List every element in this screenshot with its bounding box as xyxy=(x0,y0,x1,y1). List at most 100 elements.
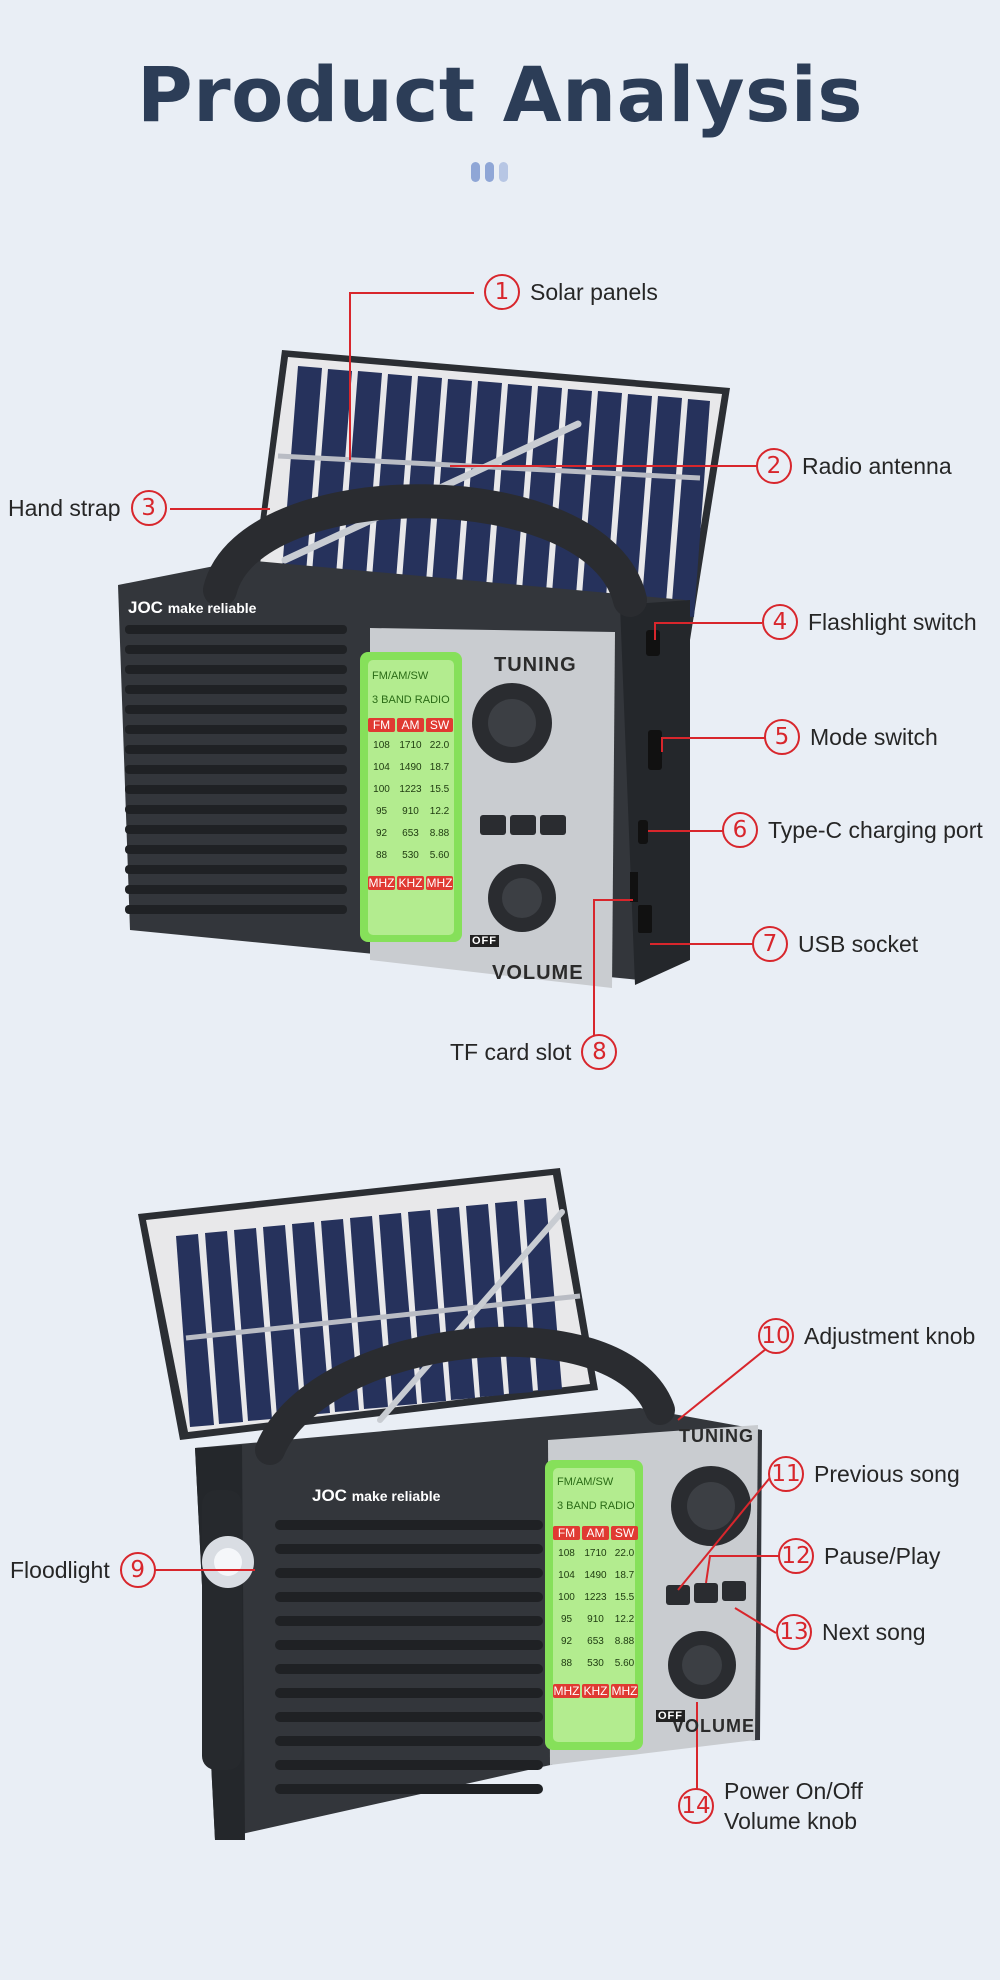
brand-logo: JOC make reliable xyxy=(312,1486,441,1505)
callout-number: 3 xyxy=(130,490,167,526)
band-title: FM/AM/SW xyxy=(372,670,429,682)
band-value: 530 xyxy=(587,1658,604,1669)
callout-solar-panels: 1 Solar panels xyxy=(484,274,658,310)
callout-label-line1: Power On/Off xyxy=(724,1778,863,1804)
prev-button xyxy=(480,815,506,835)
callout-number: 10 xyxy=(758,1318,794,1354)
callout-typec-port: 6 Type-C charging port xyxy=(722,812,983,848)
band-value: 100 xyxy=(558,1592,575,1603)
band-value: 92 xyxy=(375,828,388,839)
callout-label: Pause/Play xyxy=(824,1542,941,1569)
band-header: AM xyxy=(397,718,424,732)
tuning-label: TUNING xyxy=(679,1426,754,1446)
callout-number: 9 xyxy=(119,1552,156,1588)
mode-switch-part xyxy=(648,730,662,770)
speaker-grille xyxy=(275,1520,543,1794)
band-value: 22.0 xyxy=(614,1548,635,1559)
decor-dot xyxy=(485,162,494,182)
next-button xyxy=(540,815,566,835)
band-value: 108 xyxy=(558,1548,575,1559)
prev-button xyxy=(666,1585,690,1605)
band-title: FM/AM/SW xyxy=(557,1476,614,1488)
brand-logo: JOC make reliable xyxy=(128,598,257,617)
band-header: FM xyxy=(368,718,395,732)
decor-dot xyxy=(499,162,508,182)
callout-label: Flashlight switch xyxy=(808,608,977,635)
callout-next-song: 13 Next song xyxy=(776,1614,926,1650)
callout-power-volume-knob: 14 Power On/Off Volume knob xyxy=(678,1776,863,1836)
band-unit: MHZ xyxy=(553,1684,580,1698)
off-label: OFF xyxy=(470,935,499,947)
band-value: 1710 xyxy=(399,740,422,751)
band-value: 1490 xyxy=(584,1570,607,1581)
band-value: 108 xyxy=(373,740,390,751)
band-value: 100 xyxy=(373,784,390,795)
top-radio xyxy=(118,350,730,988)
next-button xyxy=(722,1581,746,1601)
volume-label: VOLUME xyxy=(492,962,584,984)
callout-number: 2 xyxy=(756,448,792,484)
callout-number: 8 xyxy=(581,1034,618,1070)
band-value: 95 xyxy=(560,1614,573,1625)
tuning-label: TUNING xyxy=(494,654,577,676)
callout-label: Hand strap xyxy=(8,494,121,521)
page-title: Product Analysis xyxy=(136,50,864,139)
callout-flashlight-switch: 4 Flashlight switch xyxy=(762,604,977,640)
play-button xyxy=(510,815,536,835)
band-value: 1223 xyxy=(399,784,422,795)
band-value: 1223 xyxy=(584,1592,607,1603)
callout-tf-card-slot: TF card slot 8 xyxy=(450,1034,618,1070)
band-value: 22.0 xyxy=(429,740,450,751)
band-value: 95 xyxy=(375,806,388,817)
band-unit: MHZ xyxy=(611,1684,638,1698)
band-header: SW xyxy=(611,1526,638,1540)
callout-label: Radio antenna xyxy=(802,452,952,479)
usb-socket-part xyxy=(638,905,652,933)
callout-label: Mode switch xyxy=(810,723,938,750)
band-value: 1490 xyxy=(399,762,422,773)
floodlight-housing xyxy=(202,1490,242,1770)
callout-radio-antenna: 2 Radio antenna xyxy=(756,448,952,484)
callout-number: 5 xyxy=(764,719,800,755)
bottom-radio xyxy=(138,1168,762,1840)
volume-label: VOLUME xyxy=(672,1716,756,1736)
callout-number: 7 xyxy=(752,926,788,962)
callout-label: Adjustment knob xyxy=(804,1322,976,1349)
band-value: 910 xyxy=(402,806,419,817)
callout-number: 6 xyxy=(722,812,758,848)
band-value: 15.5 xyxy=(429,784,450,795)
callout-number: 4 xyxy=(762,604,798,640)
hand-strap xyxy=(255,1326,675,1465)
band-value: 18.7 xyxy=(429,762,450,773)
band-unit: MHZ xyxy=(368,876,395,890)
band-value: 1710 xyxy=(584,1548,607,1559)
callout-previous-song: 11 Previous song xyxy=(768,1456,960,1492)
callout-label: Previous song xyxy=(814,1460,960,1487)
band-subtitle: 3 BAND RADIO xyxy=(557,1500,635,1512)
radio-antenna xyxy=(377,1209,565,1423)
callout-usb-socket: 7 USB socket xyxy=(752,926,918,962)
band-value: 12.2 xyxy=(429,806,450,817)
callout-pause-play: 12 Pause/Play xyxy=(778,1538,940,1574)
band-value: 5.60 xyxy=(614,1658,635,1669)
band-unit: MHZ xyxy=(426,876,453,890)
band-value: 653 xyxy=(587,1636,604,1647)
band-value: 5.60 xyxy=(429,850,450,861)
band-unit: KHZ xyxy=(397,876,424,890)
band-value: 15.5 xyxy=(614,1592,635,1603)
callout-label: Solar panels xyxy=(530,278,658,305)
band-header: SW xyxy=(426,718,453,732)
off-label: OFF xyxy=(656,1710,685,1722)
callout-adjustment-knob: 10 Adjustment knob xyxy=(758,1318,975,1354)
speaker-grille xyxy=(125,625,347,914)
band-value: 530 xyxy=(402,850,419,861)
band-value: 653 xyxy=(402,828,419,839)
band-header: AM xyxy=(582,1526,609,1540)
play-button xyxy=(694,1583,718,1603)
band-value: 8.88 xyxy=(614,1636,635,1647)
band-unit: KHZ xyxy=(582,1684,609,1698)
band-value: 12.2 xyxy=(614,1614,635,1625)
callout-label: USB socket xyxy=(798,930,919,957)
tf-slot-part xyxy=(630,872,638,902)
